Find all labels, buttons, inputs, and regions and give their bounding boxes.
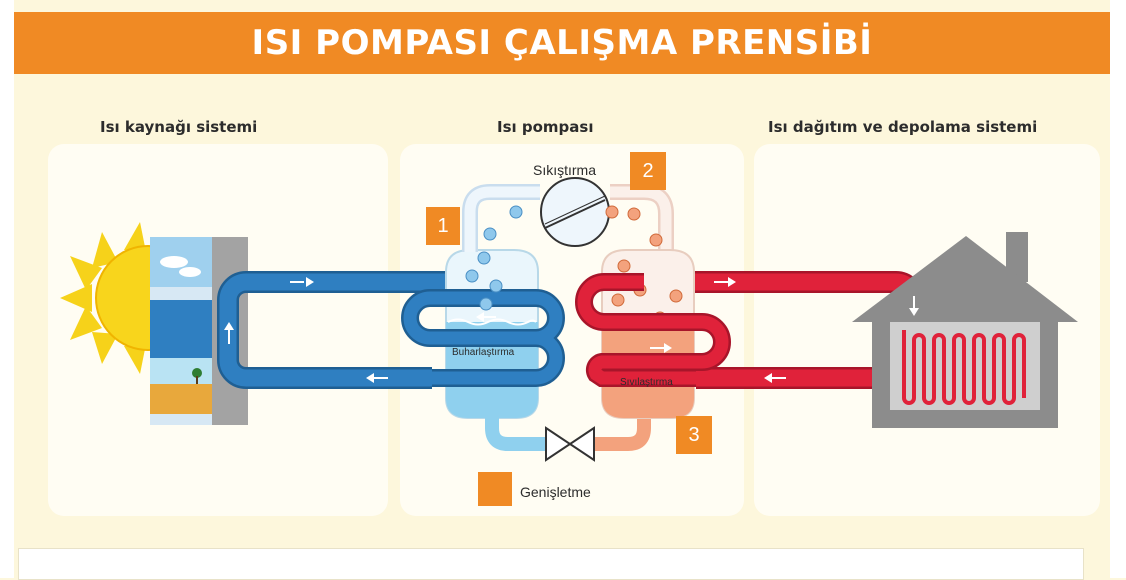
- radiator-coil: [902, 330, 1026, 405]
- arrow-left-icon: [476, 312, 496, 322]
- arrow-up-icon: [224, 322, 234, 344]
- compression-label: Sıkıştırma: [533, 162, 597, 178]
- condenser-coil: [577, 275, 729, 385]
- title-banner: ISI POMPASI ÇALIŞMA PRENSİBİ: [14, 12, 1110, 74]
- condensation-label: Sıvılaştırma: [620, 377, 673, 388]
- refrigerant-circuit: [462, 184, 674, 451]
- expansion-label: Genişletme: [520, 484, 591, 500]
- right-margin: [1110, 0, 1126, 578]
- flow-arrows: [224, 277, 919, 383]
- arrow-left-icon: [764, 373, 786, 383]
- arrow-down-icon: [909, 296, 919, 316]
- arrow-right-icon: [714, 277, 736, 287]
- expansion-valve-icon: [545, 426, 595, 462]
- arrow-right-icon: [290, 277, 314, 287]
- vapor-bubbles: [465, 205, 663, 311]
- heat-source-column: [150, 237, 248, 425]
- step-3-badge: 3: [676, 416, 712, 454]
- heading-distribution: Isı dağıtım ve depolama sistemi: [768, 118, 1038, 136]
- step-2-badge: 2: [630, 152, 666, 190]
- heading-heat-source: Isı kaynağı sistemi: [100, 118, 258, 136]
- heading-heat-pump: Isı pompası: [497, 118, 594, 136]
- step-4-badge: [478, 472, 512, 506]
- evaporation-label: Buharlaştırma: [452, 347, 515, 358]
- compressor-icon: [540, 177, 610, 247]
- bottom-text-box: [18, 548, 1084, 580]
- left-margin: [0, 0, 14, 578]
- page-title: ISI POMPASI ÇALIŞMA PRENSİBİ: [251, 23, 873, 63]
- arrow-left-icon: [366, 373, 388, 383]
- evaporator-coil: [403, 291, 563, 385]
- arrow-right-icon: [650, 343, 672, 353]
- step-1-badge: 1: [426, 207, 460, 245]
